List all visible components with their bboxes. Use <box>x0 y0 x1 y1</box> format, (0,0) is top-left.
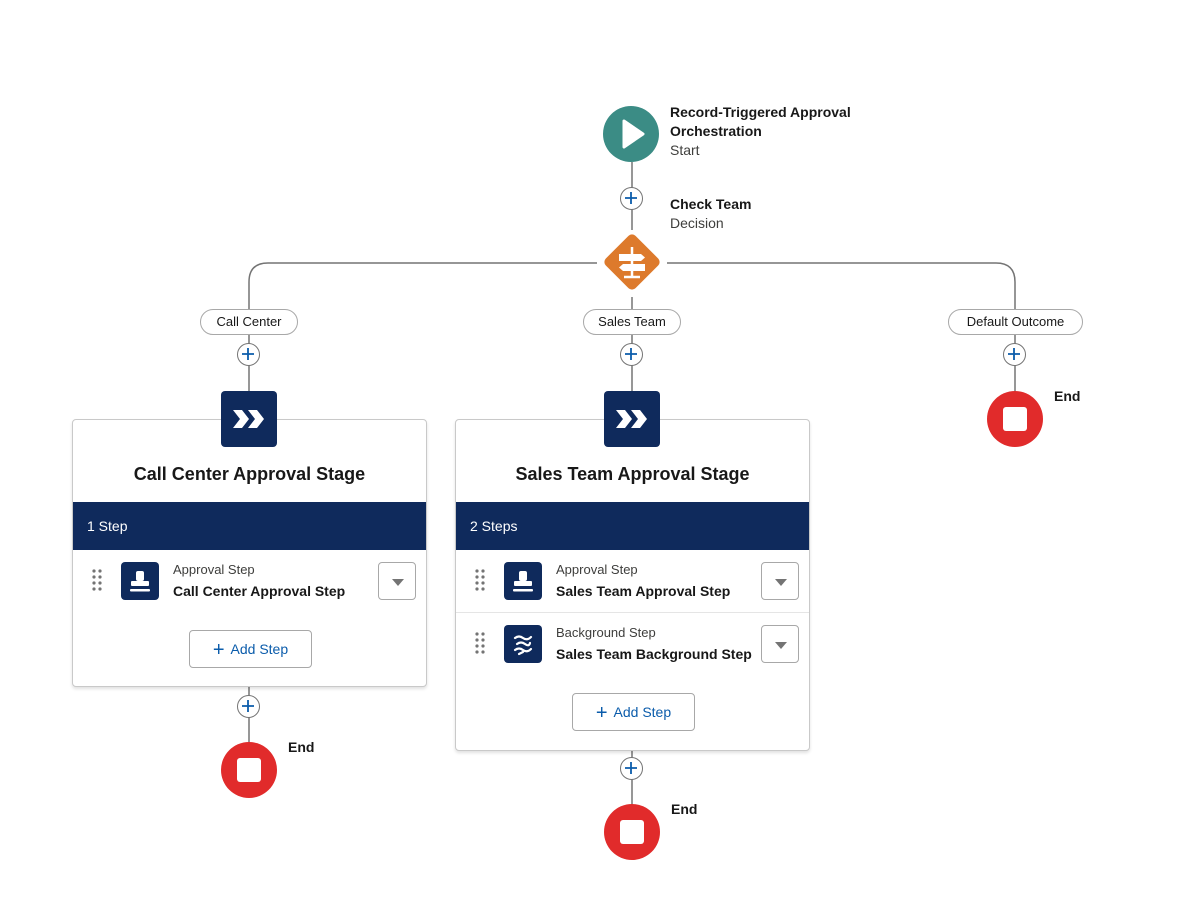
stage-card-sales-team[interactable]: Sales Team Approval Stage 2 Steps Approv… <box>455 419 810 751</box>
stop-icon <box>237 758 261 782</box>
decision-subtitle: Decision <box>670 215 724 231</box>
add-step-button[interactable]: + Add Step <box>572 693 695 731</box>
end-label: End <box>1054 388 1081 404</box>
start-node[interactable] <box>603 106 659 162</box>
plus-icon: + <box>595 702 608 724</box>
drag-handle-icon[interactable] <box>474 568 486 592</box>
stage-step-count: 2 Steps <box>456 502 809 550</box>
stop-icon <box>1003 407 1027 431</box>
step-type: Background Step <box>556 625 656 640</box>
step-name: Sales Team Approval Step <box>556 583 731 599</box>
approval-stamp-icon <box>121 562 159 600</box>
plus-icon <box>1008 348 1020 360</box>
end-label: End <box>671 801 698 817</box>
add-element-button[interactable] <box>620 757 643 780</box>
step-name: Sales Team Background Step <box>556 646 752 662</box>
chevrons-right-icon <box>616 410 647 428</box>
add-element-button[interactable] <box>620 187 643 210</box>
end-node[interactable] <box>221 742 277 798</box>
decision-title: Check Team <box>670 196 752 212</box>
plus-icon <box>625 762 637 774</box>
add-element-button[interactable] <box>237 695 260 718</box>
add-step-label: Add Step <box>230 641 289 657</box>
stage-title: Sales Team Approval Stage <box>515 464 750 484</box>
end-node[interactable] <box>604 804 660 860</box>
step-menu-button[interactable] <box>378 562 416 600</box>
add-element-button[interactable] <box>1003 343 1026 366</box>
decision-label: Check Team Decision <box>670 195 751 233</box>
play-icon <box>622 119 645 149</box>
outcome-default[interactable]: Default Outcome <box>948 309 1083 335</box>
plus-icon <box>625 192 637 204</box>
step-name: Call Center Approval Step <box>173 583 346 599</box>
start-title-line1: Record-Triggered Approval <box>670 104 851 120</box>
outcome-call-center[interactable]: Call Center <box>200 309 298 335</box>
decision-node[interactable] <box>597 227 667 297</box>
signpost-icon <box>604 234 660 290</box>
step-type: Approval Step <box>556 562 638 577</box>
step-row[interactable]: Approval Step Call Center Approval Step <box>73 550 426 612</box>
step-row[interactable]: Approval Step Sales Team Approval Step <box>456 550 809 612</box>
plus-icon <box>242 348 254 360</box>
stage-node-icon[interactable] <box>221 391 277 447</box>
background-waves-icon <box>504 625 542 663</box>
end-node[interactable] <box>987 391 1043 447</box>
add-step-button[interactable]: + Add Step <box>189 630 312 668</box>
stage-title: Call Center Approval Stage <box>133 464 366 484</box>
stop-icon <box>620 820 644 844</box>
plus-icon <box>242 700 254 712</box>
start-title-line2: Orchestration <box>670 123 762 139</box>
step-menu-button[interactable] <box>761 625 799 663</box>
chevron-down-icon <box>775 642 787 649</box>
stage-card-call-center[interactable]: Call Center Approval Stage 1 Step Approv… <box>72 419 427 687</box>
outcome-sales-team[interactable]: Sales Team <box>583 309 681 335</box>
chevrons-right-icon <box>233 410 264 428</box>
step-row[interactable]: Background Step Sales Team Background St… <box>456 612 809 675</box>
chevron-down-icon <box>775 579 787 586</box>
stage-node-icon[interactable] <box>604 391 660 447</box>
drag-handle-icon[interactable] <box>91 568 103 592</box>
chevron-down-icon <box>392 579 404 586</box>
start-subtitle: Start <box>670 142 700 158</box>
stage-step-count: 1 Step <box>73 502 426 550</box>
end-label: End <box>288 739 315 755</box>
drag-handle-icon[interactable] <box>474 631 486 655</box>
plus-icon: + <box>212 639 225 661</box>
add-element-button[interactable] <box>620 343 643 366</box>
plus-icon <box>625 348 637 360</box>
add-element-button[interactable] <box>237 343 260 366</box>
step-type: Approval Step <box>173 562 255 577</box>
approval-stamp-icon <box>504 562 542 600</box>
step-menu-button[interactable] <box>761 562 799 600</box>
start-node-label: Record-Triggered Approval Orchestration … <box>670 103 851 160</box>
add-step-label: Add Step <box>613 704 672 720</box>
